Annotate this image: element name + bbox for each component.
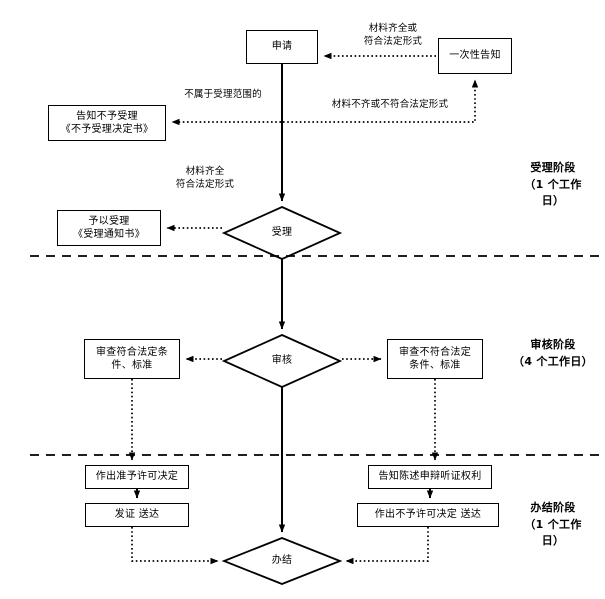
- node-accept-diamond[interactable]: 受理: [234, 220, 330, 246]
- node-issue-deliver-label: 发证 送达: [114, 509, 160, 521]
- node-apply-label: 申请: [271, 41, 293, 53]
- edge-label-not-in-scope: 不属于受理范围的: [184, 89, 262, 100]
- node-review-diamond[interactable]: 审核: [234, 348, 330, 374]
- node-one-time-notice-label: 一次性告知: [449, 50, 501, 62]
- edge-label-materials-complete: 材料齐全 符合法定形式: [175, 166, 235, 191]
- node-issue-deliver[interactable]: 发证 送达: [85, 503, 189, 527]
- node-review-diamond-label: 审核: [271, 355, 293, 367]
- node-grant-decision-label: 作出准予许可决定: [95, 471, 179, 483]
- node-complete-diamond[interactable]: 办结: [234, 549, 330, 573]
- edge-apply-to-notice: [283, 79, 479, 123]
- node-deny-decision[interactable]: 作出不予许可决定 送达: [357, 503, 499, 527]
- stage-label-closing: 办结阶段 （1 个工作 日）: [524, 501, 582, 547]
- node-accept-notice-label: 予以受理 《受理通知书》: [72, 215, 146, 241]
- edge-label-materials-ok-or-legal: 材料齐全或 符合法定形式: [363, 23, 423, 48]
- node-complete-diamond-label: 办结: [271, 555, 293, 567]
- node-reject-notice[interactable]: 告知不予受理 《不予受理决定书》: [48, 105, 166, 141]
- node-accept-diamond-label: 受理: [271, 227, 293, 239]
- edge-issue-to-complete: [131, 527, 219, 565]
- node-accept-notice[interactable]: 予以受理 《受理通知书》: [57, 210, 161, 246]
- node-review-fail[interactable]: 审查不符合法定 条件、标准: [387, 339, 483, 379]
- node-review-pass-label: 审查符合法定条 件、标准: [95, 346, 169, 372]
- node-one-time-notice[interactable]: 一次性告知: [438, 38, 512, 74]
- node-deny-decision-label: 作出不予许可决定 送达: [374, 509, 482, 521]
- node-review-pass[interactable]: 审查符合法定条 件、标准: [84, 339, 180, 379]
- edge-label-materials-incomplete: 材料不齐或不符合法定形式: [331, 99, 449, 110]
- node-rights-notice-label: 告知陈述申辩听证权利: [378, 471, 482, 483]
- node-apply[interactable]: 申请: [246, 30, 318, 64]
- node-review-fail-label: 审查不符合法定 条件、标准: [398, 346, 472, 372]
- stage-label-review: 审核阶段 （4 个工作日）: [513, 338, 593, 368]
- node-reject-notice-label: 告知不予受理 《不予受理决定书》: [60, 110, 154, 136]
- edge-deny-to-complete: [345, 527, 429, 565]
- diamond-complete: [221, 537, 343, 585]
- stage-label-acceptance: 受理阶段 （1 个工作 日）: [524, 161, 582, 207]
- node-grant-decision[interactable]: 作出准予许可决定: [85, 465, 189, 489]
- node-rights-notice[interactable]: 告知陈述申辩听证权利: [368, 465, 492, 489]
